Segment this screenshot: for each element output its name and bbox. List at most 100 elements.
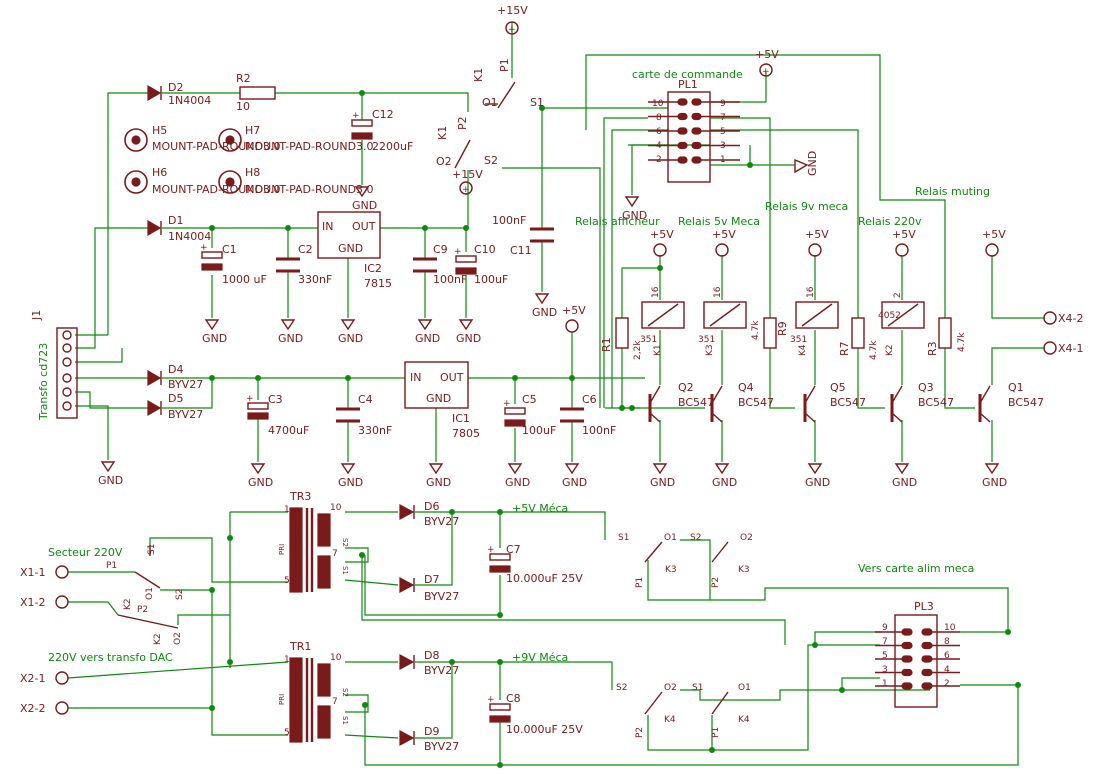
capacitor-c7: + C7 10.000uF 25V [487,543,583,585]
r1-ref: R1 [600,337,613,352]
ground-label: GND [248,476,273,489]
p5-pl1-label: +5V [755,48,779,61]
ic1-value: 7805 [452,427,480,440]
k2-o1: O1 [145,587,155,600]
svg-text:+: + [487,695,495,705]
capacitor-c5: + C5 100uF [503,393,556,437]
pl3-pin [901,668,913,677]
x4-2-label: X4-2 [1058,312,1084,325]
h7-ref: H7 [245,124,260,137]
coil1-val: 351 [640,335,657,345]
capacitor-c8: + C8 10.000uF 25V [487,692,583,736]
ic2-in: IN [322,220,333,233]
pl1-l0: 10 [652,99,664,109]
tr3-ref: TR3 [289,490,311,503]
x2-2-label: X2-2 [20,702,46,715]
k4-p2: P2 [635,727,645,738]
relay-coils: 16 16 16 2 351 351 351 4052 K1 K3 K4 K2 [640,286,925,356]
ground-label: GND [712,476,737,489]
c6-ref: C6 [582,393,597,406]
svg-text:+: + [246,394,254,404]
svg-text:+: + [462,185,470,195]
regulator-ic2: IN OUT GND IC2 7815 [317,211,392,290]
tr3-pri: PRI [278,544,286,555]
rel-p5-4: +5V [892,228,916,241]
ground-symbol: GND [982,463,1007,489]
h6-value: MOUNT-PAD-ROUND3.0 [152,183,281,196]
pl1-l4: 2 [656,155,662,165]
diode-d1: D1 1N4004 [147,214,211,243]
pl1-pin [677,156,688,164]
tr1-p7: 7 [332,697,338,707]
pl1-r4: 1 [720,155,726,165]
ground-symbol: GND [415,319,440,345]
pl1-pin [677,112,688,121]
rel-p5-3: +5V [805,228,829,241]
d7-ref: D7 [424,573,439,586]
q2-value: BC547 [678,396,714,409]
coil2-16: 16 [713,286,723,298]
k4-k4a: K4 [664,715,676,725]
alim-label: Vers carte alim meca [858,562,974,575]
cmd-label: carte de commande [632,68,743,81]
ground-symbol: GND [622,196,647,222]
k4-s1: S1 [692,683,703,693]
transistor-symbol [890,385,903,423]
afficheur-label: Relais afficheur [575,215,660,228]
k1c2-p2: P2 [456,116,469,130]
gnd-pl1-label: GND [806,151,819,176]
ic1-in: IN [410,371,421,384]
c5-p5: +5V [562,304,586,317]
pl3-r3: 4 [944,665,950,675]
ground-symbol: GND [650,463,675,489]
x1-2-label: X1-2 [20,596,46,609]
diode-d7: D7 BYV27 [399,573,459,603]
capacitor-c1: + C1 1000 uF [200,243,267,286]
tr3-s2: S2 [341,538,349,547]
ground-symbol: GND [352,186,377,212]
ground-symbol: GND [505,463,530,489]
transformer-tr1: TR1 PRI 1 5 10 7 S2 S1 [278,640,349,743]
pl1-pin [677,127,688,135]
k3-k3a: K3 [665,565,677,575]
relay-supplies: +5V +5V +5V +5V +5V +5V [562,228,1006,333]
ic1-gnd: GND [426,392,451,405]
c4-value: 330nF [358,424,392,437]
c11-ref: C11 [510,244,532,257]
tr3-p5: 5 [284,576,290,586]
pl1-pin [691,156,702,164]
k1c2-o2: O2 [436,155,452,168]
c5-ref: C5 [522,393,537,406]
secteur-label: Secteur 220V [48,546,123,559]
c1-value: 1000 uF [222,273,267,286]
capacitor-c2: C2 330nF [276,243,332,286]
k3-s2: S2 [690,533,701,543]
ground-symbol: GND [892,463,917,489]
c12-value: 2200uF [372,140,413,153]
d5-ref: D5 [168,392,183,405]
muting-label: Relais muting [915,185,990,198]
p9meca-label: +9V Méca [512,651,568,664]
transistors: Q2 BC547 Q4 BC547 Q5 BC547 Q3 BC547 Q1 B… [648,381,1044,423]
pl3-pin [901,628,913,636]
c7-value: 10.000uF 25V [506,572,583,585]
transformer-tr3: TR3 PRI 1 5 10 7 S2 S1 [278,490,349,593]
x1-1-label: X1-1 [20,566,46,579]
pl1-pin [691,141,702,150]
k3-k3b: K3 [738,565,750,575]
ic1-out: OUT [440,371,464,384]
q1-ref: Q1 [1008,381,1024,394]
ground-label: GND [426,476,451,489]
k1c2-s2: S2 [484,154,498,167]
k2-s1: S1 [147,544,157,555]
pl1-pin [691,112,702,121]
relay-group-labels: Relais afficheur Relais 5v Meca Relais 9… [575,185,990,228]
r5v-label: Relais 5v Meca [678,215,760,228]
ground-symbol: GND [456,319,481,345]
pl3-l0: 9 [882,623,888,633]
diode-d5: D5 BYV27 [147,392,203,421]
q4-ref: Q4 [738,381,754,394]
tr3-s1: S1 [341,566,349,575]
d9-value: BYV27 [424,740,459,753]
